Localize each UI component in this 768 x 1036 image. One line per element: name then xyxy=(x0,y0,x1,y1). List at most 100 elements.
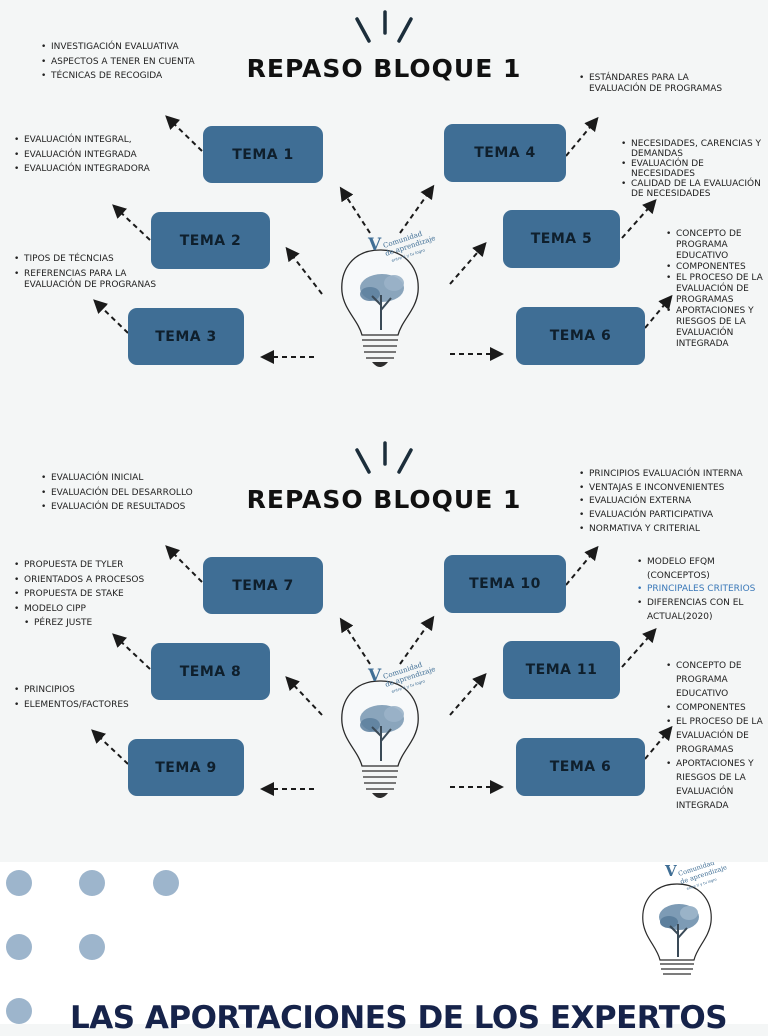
panel-title: REPASO BLOQUE 1 xyxy=(246,54,522,83)
list-item: PRINCIPIOS EVALUACIÓN INTERNA xyxy=(578,468,763,482)
tema-box-1[interactable]: TEMA 1 xyxy=(203,126,323,183)
decorative-dot xyxy=(153,870,179,896)
list-item: PROPUESTA DE STAKE xyxy=(13,589,183,600)
notes-tema-6b: CONCEPTO DE PROGRAMA EDUCATIVO COMPONENT… xyxy=(665,659,765,813)
connector-arrows xyxy=(91,545,673,796)
list-item: REFERENCIAS PARA LA EVALUACIÓN DE PROGRA… xyxy=(13,269,183,291)
list-item: INVESTIGACIÓN EVALUATIVA xyxy=(40,42,220,53)
tema-box-6b[interactable]: TEMA 6 xyxy=(516,738,645,796)
list-item: ASPECTOS A TENER EN CUENTA xyxy=(40,57,220,68)
tema-box-4[interactable]: TEMA 4 xyxy=(444,124,566,182)
notes-tema-8: PROPUESTA DE TYLER ORIENTADOS A PROCESOS… xyxy=(13,560,183,633)
list-item: CONCEPTO DE PROGRAMA EDUCATIVO xyxy=(665,659,765,701)
list-item: PROPUESTA DE TYLER xyxy=(13,560,183,571)
list-item: MODELO EFQM (CONCEPTOS) xyxy=(636,556,764,583)
list-item: CONCEPTO DE PROGRAMA EDUCATIVO xyxy=(665,229,765,262)
list-item: PÉREZ JUSTE xyxy=(23,618,183,629)
section-heading: LAS APORTACIONES DE LOS EXPERTOS xyxy=(70,1000,728,1036)
list-item: EVALUACIÓN INTEGRADA xyxy=(13,150,193,161)
diagram-panel-2: V Comunidad de aprendizaje entre ti y tu… xyxy=(0,431,768,861)
notes-tema-1: INVESTIGACIÓN EVALUATIVA ASPECTOS A TENE… xyxy=(40,42,220,86)
list-item: EVALUACIÓN INTEGRAL, xyxy=(13,135,193,146)
arrow-bulb-right-up xyxy=(399,615,435,665)
list-item: NORMATIVA Y CRITERIAL xyxy=(578,523,763,537)
notes-tema-11: MODELO EFQM (CONCEPTOS) PRINCIPALES CRIT… xyxy=(636,556,764,625)
list-item: EL PROCESO DE LA EVALUACIÓN DE PROGRAMAS xyxy=(665,715,765,757)
notes-tema-3: TIPOS DE TÉCNCIAS REFERENCIAS PARA LA EV… xyxy=(13,254,183,294)
list-item: APORTACIONES Y RIESGOS DE LA EVALUACIÓN … xyxy=(665,757,765,813)
list-item: ELEMENTOS/FACTORES xyxy=(13,700,163,711)
logo-letter: V xyxy=(664,862,677,880)
arrow-bulb-left-mid xyxy=(285,676,323,716)
list-item: EVALUACIÓN DE RESULTADOS xyxy=(40,502,220,513)
list-item: EVALUACIÓN INICIAL xyxy=(40,473,220,484)
arrows-layer: V Comunidad de aprendizaje entre ti y tu… xyxy=(93,10,673,367)
list-item: NECESIDADES, CARENCIAS Y DEMANDAS xyxy=(620,139,766,159)
tema-box-10[interactable]: TEMA 10 xyxy=(444,555,566,613)
list-item: COMPONENTES xyxy=(665,262,765,273)
list-item: PRINCIPIOS xyxy=(13,685,163,696)
notes-tema-5: NECESIDADES, CARENCIAS Y DEMANDAS EVALUA… xyxy=(620,139,766,199)
arrow-tema6 xyxy=(644,725,673,760)
list-item: MODELO CIPP xyxy=(13,604,183,615)
arrow-bulb-right-mid xyxy=(449,672,487,716)
tema-box-9[interactable]: TEMA 9 xyxy=(128,739,244,796)
arrow-tema9 xyxy=(91,729,129,765)
arrow-bulb-left-up xyxy=(339,617,371,665)
list-item: TIPOS DE TÉCNCIAS xyxy=(13,254,183,265)
arrow-tema4 xyxy=(565,116,599,157)
arrow-tema2 xyxy=(112,204,151,241)
arrow-tema10 xyxy=(565,545,599,586)
logo-letter: V xyxy=(367,235,382,255)
notes-tema-4: ESTÁNDARES PARA LA EVALUACIÓN DE PROGRAM… xyxy=(578,73,728,95)
spark-icon xyxy=(355,441,413,474)
arrow-bulb-left-mid xyxy=(285,246,323,295)
arrow-bulb-right-up xyxy=(399,184,435,234)
list-item: APORTACIONES Y RIESGOS DE LA EVALUACIÓN … xyxy=(665,306,765,350)
list-item: EVALUACIÓN PARTICIPATIVA xyxy=(578,509,763,523)
tema-box-3[interactable]: TEMA 3 xyxy=(128,308,244,365)
arrows-layer: V Comunidad de aprendizaje entre ti y tu… xyxy=(91,441,673,798)
list-item: VENTAJAS E INCONVENIENTES xyxy=(578,482,763,496)
panel-title: REPASO BLOQUE 1 xyxy=(246,485,522,514)
lightbulb-tree-logo: V Comunidad de aprendizaje entre ti y tu… xyxy=(341,661,436,798)
decorative-dot xyxy=(79,870,105,896)
next-slide-preview: V Comunidad de aprendizaje entre ti y tu… xyxy=(0,862,768,1024)
notes-tema-7: EVALUACIÓN INICIAL EVALUACIÓN DEL DESARR… xyxy=(40,473,220,517)
tema-box-2[interactable]: TEMA 2 xyxy=(151,212,270,269)
arrow-tema1 xyxy=(165,115,203,152)
notes-tema-6: CONCEPTO DE PROGRAMA EDUCATIVO COMPONENT… xyxy=(665,229,765,350)
list-item: EVALUACIÓN INTEGRADORA xyxy=(13,164,193,175)
tema-box-5[interactable]: TEMA 5 xyxy=(503,210,620,268)
arrow-tema8 xyxy=(112,633,151,670)
decorative-dot xyxy=(79,934,105,960)
arrow-tema11 xyxy=(621,628,657,668)
list-item: COMPONENTES xyxy=(665,701,765,715)
tema-box-11[interactable]: TEMA 11 xyxy=(503,641,620,699)
arrow-tema5 xyxy=(621,199,657,239)
list-item: ORIENTADOS A PROCESOS xyxy=(13,575,183,586)
list-item: CALIDAD DE LA EVALUACIÓN DE NECESIDADES xyxy=(620,179,766,199)
tema-box-7[interactable]: TEMA 7 xyxy=(203,557,323,614)
list-item-highlighted: PRINCIPALES CRITERIOS xyxy=(636,583,764,597)
tema-box-8[interactable]: TEMA 8 xyxy=(151,643,270,700)
notes-tema-10: PRINCIPIOS EVALUACIÓN INTERNA VENTAJAS E… xyxy=(578,468,763,537)
notes-tema-9: PRINCIPIOS ELEMENTOS/FACTORES xyxy=(13,685,163,714)
list-item: EVALUACIÓN DE NECESIDADES xyxy=(620,159,766,179)
decorative-dot xyxy=(6,870,32,896)
arrow-bulb-left-up xyxy=(339,186,371,234)
arrow-bulb-right-mid xyxy=(449,241,487,285)
lightbulb-tree-logo: V Comunidad de aprendizaje entre ti y tu… xyxy=(642,862,728,975)
lightbulb-tree-logo: V Comunidad de aprendizaje entre ti y tu… xyxy=(341,230,436,367)
logo-letter: V xyxy=(367,666,382,686)
diagram-panel-1: V Comunidad de aprendizaje entre ti y tu… xyxy=(0,0,768,430)
arrow-tema3 xyxy=(93,299,129,334)
decorative-dot xyxy=(6,934,32,960)
list-item: TÉCNICAS DE RECOGIDA xyxy=(40,71,220,82)
tema-box-6[interactable]: TEMA 6 xyxy=(516,307,645,365)
list-item: DIFERENCIAS CON EL ACTUAL(2020) xyxy=(636,597,764,624)
list-item: EL PROCESO DE LA EVALUACIÓN DE PROGRAMAS xyxy=(665,273,765,306)
arrow-tema7 xyxy=(165,545,203,583)
notes-tema-2: EVALUACIÓN INTEGRAL, EVALUACIÓN INTEGRAD… xyxy=(13,135,193,179)
spark-icon xyxy=(355,10,413,43)
